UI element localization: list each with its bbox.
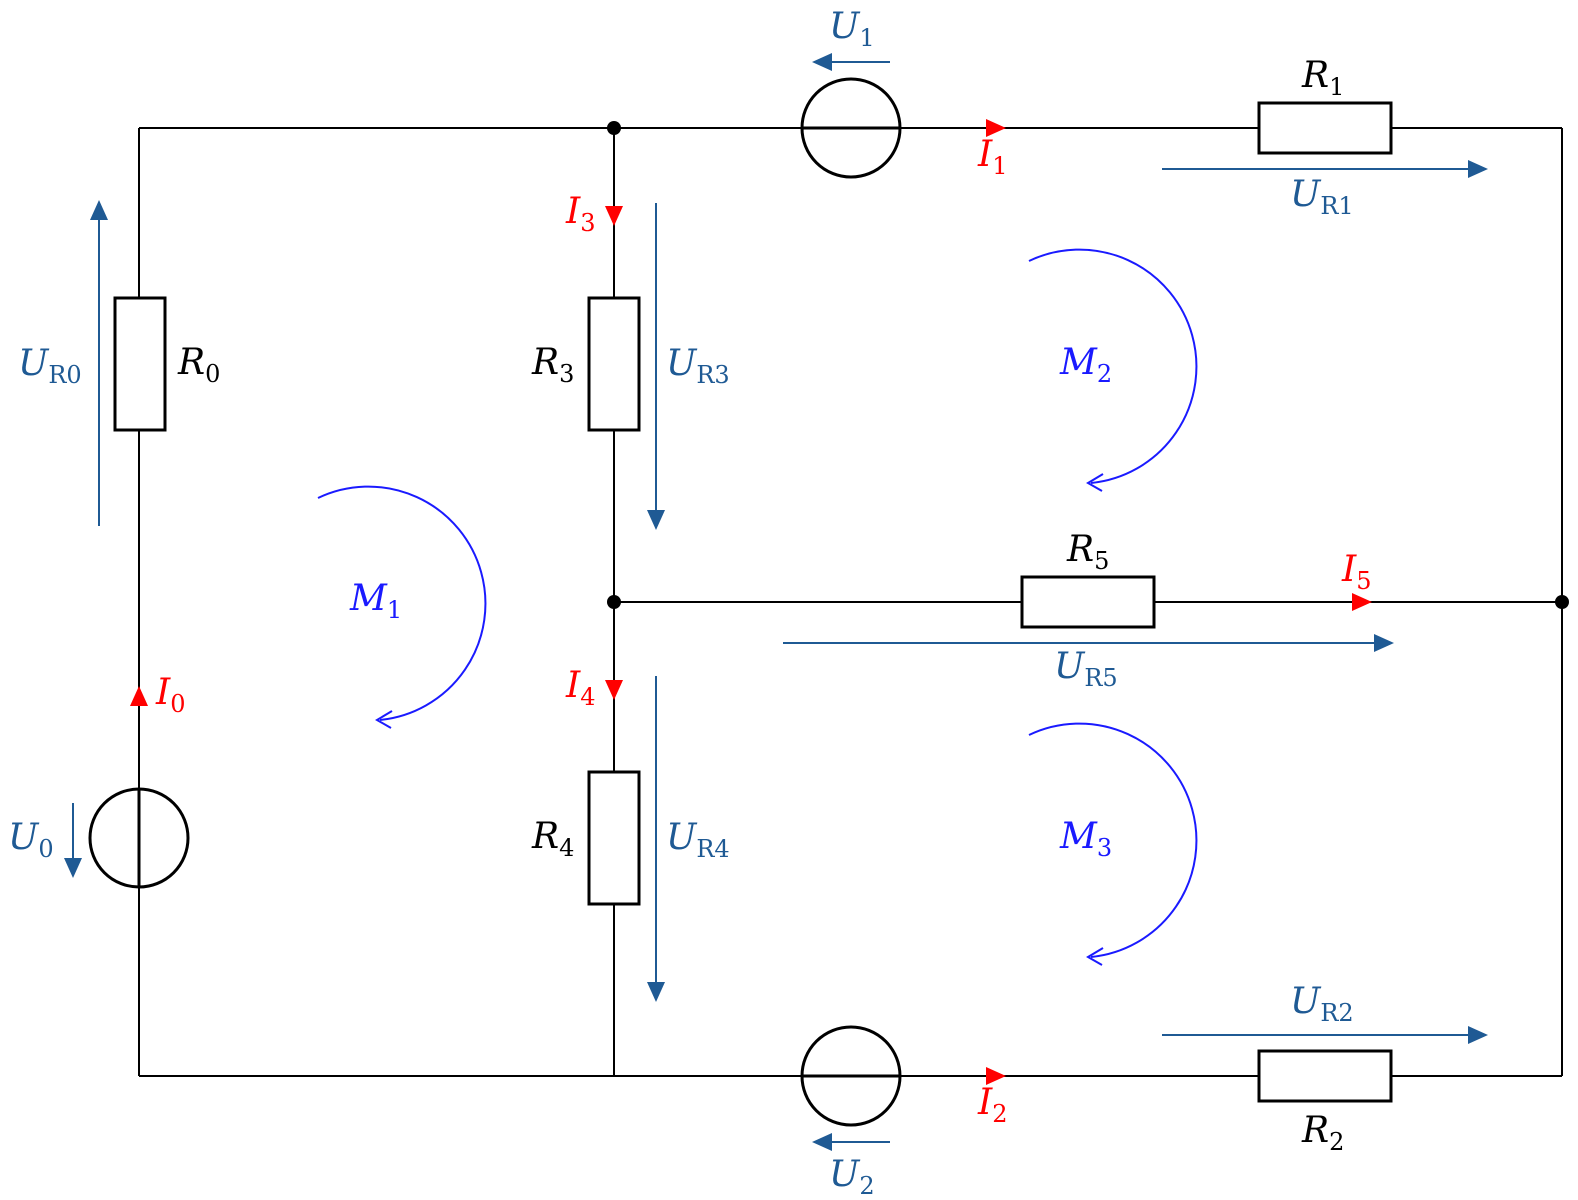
label-i3: I3 — [565, 191, 596, 237]
label-r1: R1 — [1301, 55, 1344, 101]
resistor-r0 — [113, 296, 167, 432]
label-r2: R2 — [1301, 1110, 1344, 1156]
mesh-arc-m1 — [317, 485, 487, 721]
resistor-r2 — [1257, 1049, 1393, 1103]
label-m2: M2 — [1059, 342, 1112, 388]
mesh-arc-m3 — [1028, 722, 1198, 958]
label-i0: I0 — [155, 672, 186, 718]
voltage-arrows — [64, 53, 1488, 1151]
label-m3: M3 — [1059, 816, 1112, 862]
current-arrow-i4 — [605, 680, 623, 700]
mesh-arc-m2 — [1028, 248, 1198, 484]
current-arrow-i1 — [986, 119, 1006, 137]
node-center — [607, 595, 621, 609]
label-ur3: UR3 — [666, 343, 730, 389]
current-arrowheads — [130, 119, 1372, 1085]
source-u1 — [800, 77, 902, 179]
label-ur4: UR4 — [666, 817, 730, 863]
label-r0: R0 — [177, 342, 220, 388]
label-i1: I1 — [977, 134, 1008, 180]
label-i5: I5 — [1341, 549, 1372, 595]
current-arrow-i5 — [1352, 593, 1372, 611]
label-u0: U0 — [8, 817, 54, 863]
label-i2: I2 — [977, 1082, 1008, 1128]
node-right — [1555, 595, 1569, 609]
source-u2 — [800, 1025, 902, 1127]
current-arrow-i3 — [605, 206, 623, 226]
label-ur1: UR1 — [1290, 174, 1354, 220]
label-i4: I4 — [565, 665, 596, 711]
resistor-r3 — [587, 296, 641, 432]
label-r5: R5 — [1066, 529, 1109, 575]
resistor-r1 — [1257, 101, 1393, 155]
label-m1: M1 — [349, 578, 402, 624]
label-r4: R4 — [531, 816, 574, 862]
current-arrow-i2 — [986, 1067, 1006, 1085]
label-u2: U2 — [829, 1154, 875, 1200]
resistor-r4 — [587, 770, 641, 906]
source-u0 — [88, 787, 190, 889]
resistor-r5 — [1020, 575, 1156, 629]
current-arrow-i0 — [130, 686, 148, 706]
mesh-arcs — [317, 248, 1198, 966]
label-ur0: UR0 — [18, 343, 82, 389]
node-top-middle — [607, 121, 621, 135]
label-u1: U1 — [829, 6, 875, 52]
label-r3: R3 — [531, 342, 574, 388]
label-ur2: UR2 — [1290, 981, 1354, 1027]
label-ur5: UR5 — [1054, 646, 1118, 692]
